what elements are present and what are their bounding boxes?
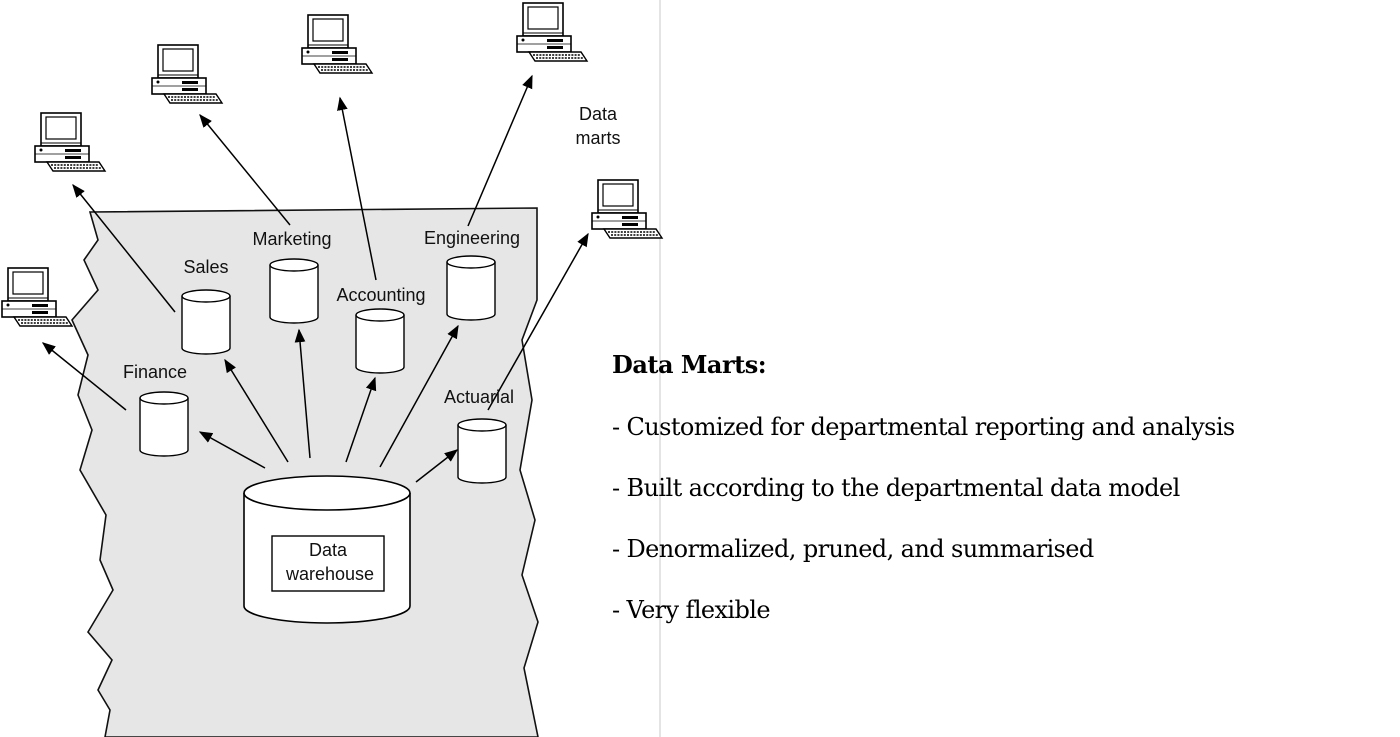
computer-icon — [151, 44, 223, 104]
warehouse-label: warehouse — [285, 564, 374, 584]
mart-to-computer-arrows — [41, 74, 589, 411]
notes-point: - Denormalized, pruned, and summarised — [612, 535, 1094, 563]
mart-label-actuarial: Actuarial — [444, 387, 514, 407]
database-cylinder-icon — [457, 418, 507, 484]
computer-icon — [591, 179, 663, 239]
mart-label-accounting: Accounting — [336, 285, 425, 305]
database-cylinder-icon — [269, 258, 319, 324]
mart-label-finance: Finance — [123, 362, 187, 382]
computer-icon — [301, 14, 373, 74]
notes-point: - Customized for departmental reporting … — [612, 413, 1235, 441]
computer-icon — [516, 2, 588, 62]
notes-point: - Built according to the departmental da… — [612, 474, 1180, 502]
notes-title: Data Marts: — [612, 350, 767, 379]
warehouse-label: Data — [309, 540, 348, 560]
notes-point: - Very flexible — [612, 596, 771, 624]
computer-icon — [34, 112, 106, 172]
mart-label-sales: Sales — [183, 257, 228, 277]
database-cylinder-icon — [446, 255, 496, 321]
computer-icon — [1, 267, 73, 327]
warehouse-to-mart-arrows — [198, 324, 459, 483]
data-marts-label: marts — [576, 128, 621, 148]
database-cylinder-icon — [355, 308, 405, 374]
data-warehouse-cylinder — [243, 475, 411, 624]
mart-label-engineering: Engineering — [424, 228, 520, 248]
data-marts-notes: Data Marts: - Customized for departmenta… — [612, 350, 1392, 657]
database-cylinder-icon — [181, 289, 231, 355]
database-cylinder-icon — [139, 391, 189, 457]
mart-label-marketing: Marketing — [252, 229, 331, 249]
data-marts-label: Data — [579, 104, 618, 124]
